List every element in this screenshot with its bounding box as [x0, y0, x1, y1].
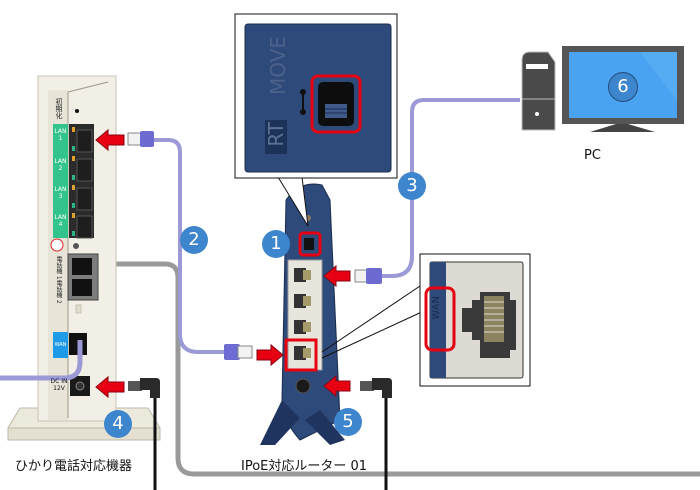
dc-plug-onu: [128, 378, 160, 490]
lan-connector-router-lan: [354, 268, 382, 284]
onu-init-label: 初期化: [55, 98, 63, 119]
onu-dc-volt-label: 12V: [53, 385, 65, 392]
onu-tel2-label: 電話機 2: [55, 280, 62, 304]
step-badge-1: 1: [262, 230, 290, 258]
switch-highlight: [298, 231, 322, 257]
arrow-onu-lan: [95, 128, 125, 152]
onu-lan2-label: LAN 2: [54, 158, 67, 172]
step-badge-3: 3: [398, 172, 426, 200]
arrow-router-wan: [256, 343, 284, 367]
lan-connector-onu: [127, 131, 154, 147]
arrows: [95, 128, 351, 399]
onu-tel1-label: 電話機 1: [55, 256, 62, 280]
switch-move-label: MOVE: [266, 36, 290, 95]
telephone-cable: [92, 261, 700, 477]
onu-lan1-label: LAN 1: [54, 128, 67, 142]
onu-lan4-label: LAN 4: [54, 214, 67, 228]
lan-connector-router-wan: [224, 344, 253, 360]
onu-wan-cable: [0, 340, 83, 381]
router-device-label: IPoE対応ルーター 01: [241, 459, 368, 474]
onu-lan3-label: LAN 3: [54, 186, 67, 200]
switch-rt-label: RT: [264, 122, 288, 147]
arrow-onu-dc: [95, 375, 125, 399]
router-device: [260, 183, 345, 445]
arrow-router-lan: [323, 264, 351, 288]
step-badge-5: 5: [334, 408, 362, 436]
dc-plug-router: [360, 378, 392, 490]
pc-device: [521, 46, 684, 132]
step-badge-2: 2: [180, 226, 208, 254]
wan-port-highlight: [284, 338, 318, 372]
onu-device: [7, 75, 161, 441]
onu-dc-in-label: DC IN: [50, 378, 68, 385]
step-badge-4: 4: [104, 410, 132, 438]
onu-wan-label: WAN: [54, 342, 67, 348]
step-badge-6: 6: [608, 72, 638, 102]
pc-device-label: PC: [584, 148, 601, 163]
arrow-router-dc: [323, 374, 351, 398]
onu-device-label: ひかり電話対応機器: [15, 459, 133, 474]
wan-callout-label: WAN: [431, 296, 442, 320]
